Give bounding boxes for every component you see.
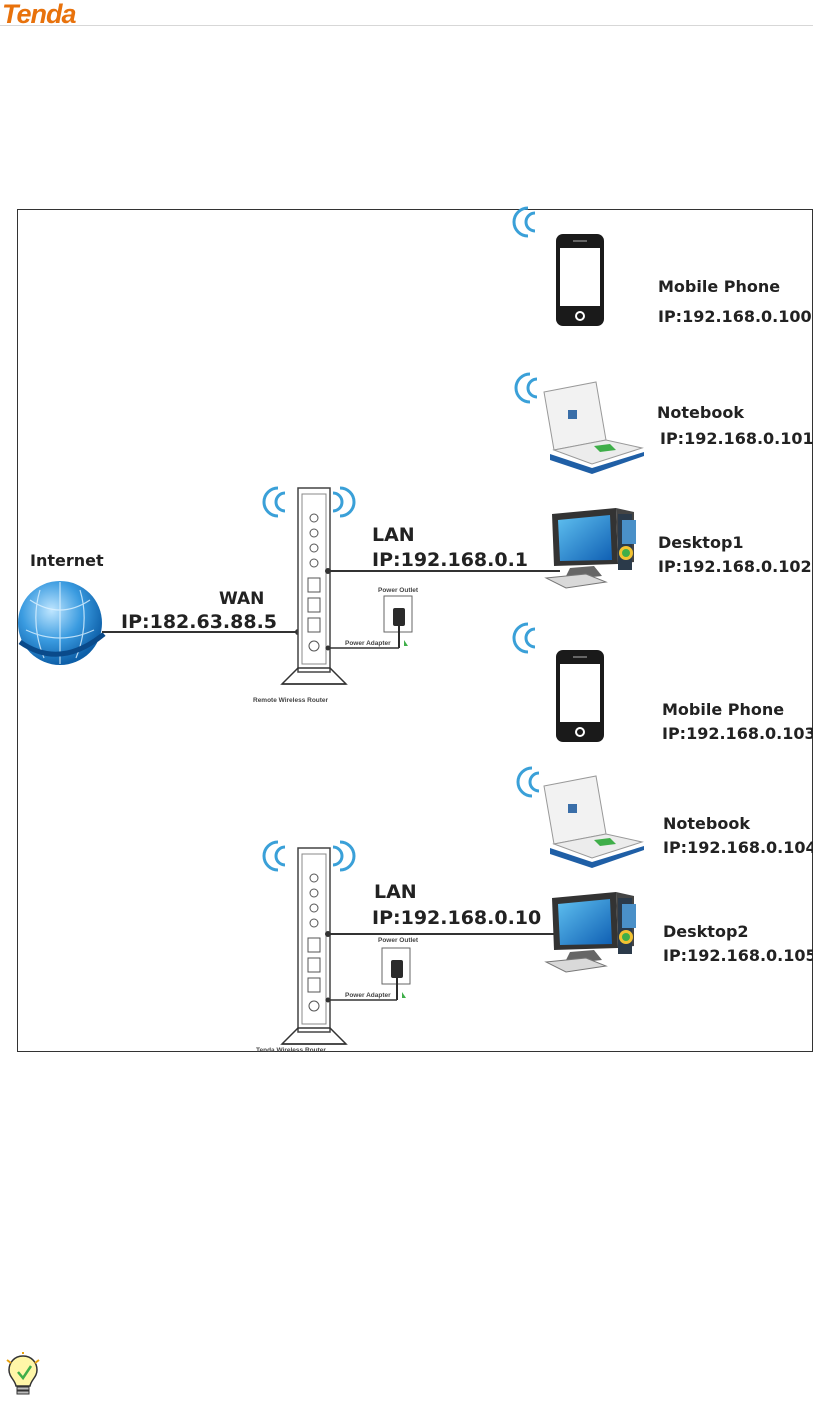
wifi-icon — [262, 840, 287, 872]
tenda-lan-ip: IP:192.168.0.10 — [372, 907, 541, 929]
internet-label: Internet — [30, 551, 104, 570]
device-name: Mobile Phone — [658, 277, 780, 296]
tenda-router-icon — [281, 847, 347, 1045]
device-name: Desktop1 — [658, 533, 744, 552]
wifi-icon — [516, 766, 541, 798]
device-name: Notebook — [663, 814, 750, 833]
desktop-icon — [545, 891, 637, 973]
remote-power-outlet-label: Power Outlet — [378, 587, 419, 594]
remote-router-icon — [281, 487, 347, 685]
desktop-icon — [545, 507, 637, 589]
wifi-icon — [512, 622, 537, 654]
header-divider — [0, 25, 813, 26]
tenda-router-caption: Tenda Wireless Router — [256, 1047, 326, 1054]
lightbulb-tip-icon — [6, 1352, 40, 1395]
wifi-icon — [331, 840, 356, 872]
tenda-power-adapter-label: Power Adapter — [345, 992, 391, 999]
remote-router-caption: Remote Wireless Router — [253, 697, 329, 704]
device-name: Notebook — [657, 403, 744, 422]
device-ip: IP:192.168.0.102 — [658, 557, 812, 576]
tenda-lan-label: LAN — [374, 881, 417, 903]
wifi-icon — [514, 372, 539, 404]
tenda-power-outlet-label: Power Outlet — [378, 937, 419, 944]
internet-globe-icon — [18, 581, 106, 665]
notebook-icon — [543, 775, 645, 869]
wifi-icon — [512, 206, 537, 238]
wan-ip: IP:182.63.88.5 — [121, 611, 277, 633]
mobile-phone-icon — [556, 234, 604, 326]
device-ip: IP:192.168.0.104 — [663, 838, 813, 857]
device-name: Desktop2 — [663, 922, 749, 941]
remote-power-adapter-label: Power Adapter — [345, 640, 391, 647]
device-ip: IP:192.168.0.105 — [663, 946, 813, 965]
remote-lan-label: LAN — [372, 524, 415, 546]
remote-lan-ip: IP:192.168.0.1 — [372, 549, 528, 571]
device-ip: IP:192.168.0.101 — [660, 429, 813, 448]
wan-label: WAN — [219, 589, 264, 609]
tenda-logo: Tenda — [2, 0, 77, 29]
wifi-icon — [262, 486, 287, 518]
device-name: Mobile Phone — [662, 700, 784, 719]
device-ip: IP:192.168.0.103 — [662, 724, 813, 743]
device-ip: IP:192.168.0.100 — [658, 307, 812, 326]
mobile-phone-icon — [556, 650, 604, 742]
wifi-icon — [331, 486, 356, 518]
notebook-icon — [543, 381, 645, 475]
